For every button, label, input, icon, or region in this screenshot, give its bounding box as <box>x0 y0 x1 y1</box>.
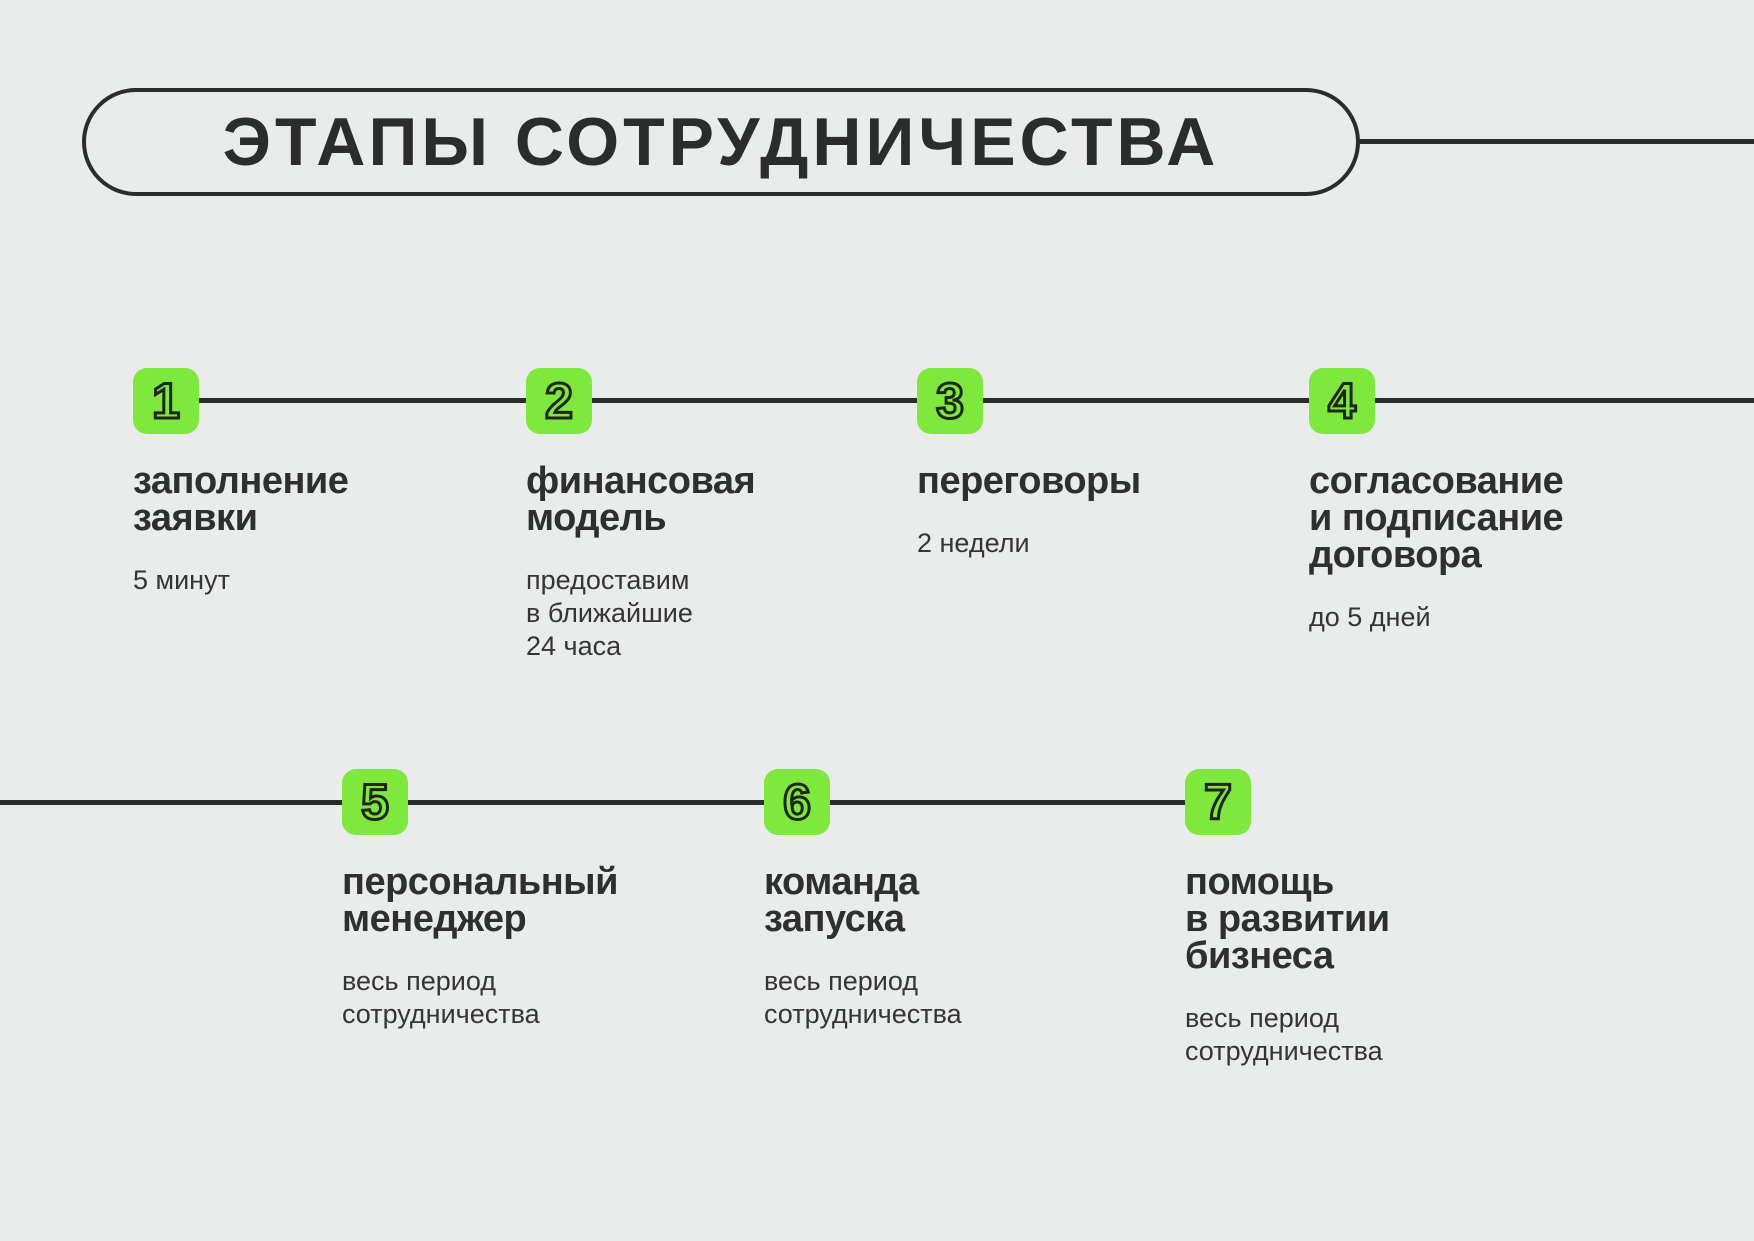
step-4-note: до 5 дней <box>1309 602 1431 632</box>
step-2-note: предоставим в ближайшие 24 часа <box>526 565 693 661</box>
step-5-note: весь период сотрудничества <box>342 966 540 1029</box>
step-5-number-badge: 5 <box>342 769 408 835</box>
timeline-row2-line <box>0 800 1217 805</box>
step-2-title: финансовая модель <box>526 460 756 539</box>
step-1-title: заполнение заявки <box>133 460 349 539</box>
step-5-number: 5 <box>360 774 391 830</box>
step-7-title: помощь в развитии бизнеса <box>1185 861 1390 977</box>
step-3-number-badge: 3 <box>917 368 983 434</box>
step-4: 4 согласование и подписание договора до … <box>1309 368 1729 634</box>
step-7: 7 помощь в развитии бизнеса весь период … <box>1185 769 1575 1068</box>
step-7-number: 7 <box>1203 774 1234 830</box>
step-6-title: команда запуска <box>764 861 919 940</box>
step-1: 1 заполнение заявки 5 минут <box>133 368 523 597</box>
step-1-number-badge: 1 <box>133 368 199 434</box>
step-5: 5 персональный менеджер весь период сотр… <box>342 769 732 1031</box>
step-6: 6 команда запуска весь период сотрудниче… <box>764 769 1154 1031</box>
step-3-number: 3 <box>935 373 966 429</box>
title-connector-line <box>1358 139 1754 144</box>
step-2-number: 2 <box>544 373 575 429</box>
step-6-note: весь период сотрудничества <box>764 966 962 1029</box>
step-4-title: согласование и подписание договора <box>1309 460 1564 576</box>
title-pill: ЭТАПЫ СОТРУДНИЧЕСТВА <box>82 88 1360 196</box>
step-4-number: 4 <box>1327 373 1358 429</box>
step-1-note: 5 минут <box>133 565 230 595</box>
step-2: 2 финансовая модель предоставим в ближай… <box>526 368 916 663</box>
step-7-number-badge: 7 <box>1185 769 1251 835</box>
step-6-number: 6 <box>782 774 813 830</box>
step-5-title: персональный менеджер <box>342 861 619 940</box>
step-7-note: весь период сотрудничества <box>1185 1003 1383 1066</box>
step-1-number: 1 <box>151 373 182 429</box>
step-3-note: 2 недели <box>917 528 1030 558</box>
page-title: ЭТАПЫ СОТРУДНИЧЕСТВА <box>222 104 1220 180</box>
step-3-title: переговоры <box>917 460 1141 502</box>
step-6-number-badge: 6 <box>764 769 830 835</box>
step-4-number-badge: 4 <box>1309 368 1375 434</box>
step-2-number-badge: 2 <box>526 368 592 434</box>
step-3: 3 переговоры 2 недели <box>917 368 1307 560</box>
